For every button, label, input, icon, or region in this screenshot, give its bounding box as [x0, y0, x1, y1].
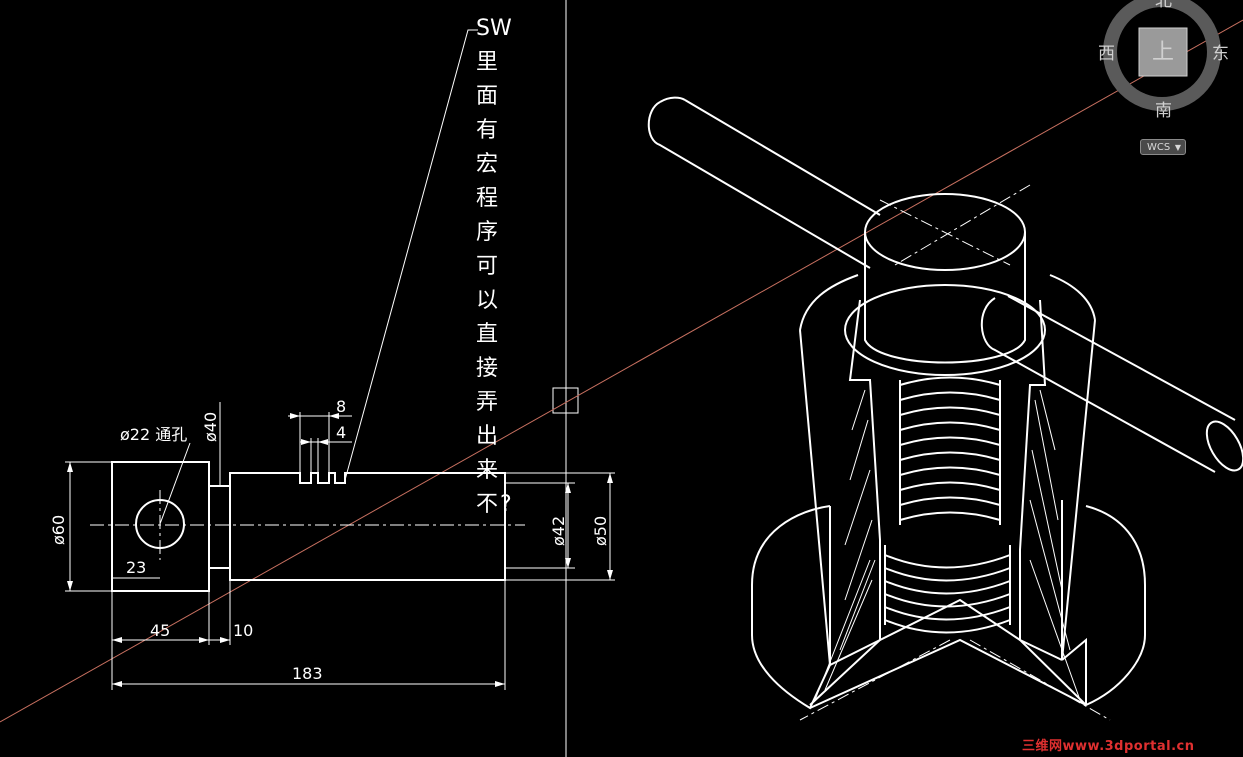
annotation-char: 直 — [476, 322, 499, 347]
dim-w45: 45 — [150, 621, 170, 640]
annotation-char: 弄 — [476, 390, 499, 415]
annotation-char: ? — [500, 492, 512, 517]
viewcube-top-face[interactable] — [1138, 27, 1188, 77]
annotation-char: 有 — [476, 118, 499, 143]
centerline — [90, 490, 525, 560]
chevron-down-icon: ▼ — [1174, 143, 1181, 152]
dim-w183: 183 — [292, 664, 323, 683]
dim-w23: 23 — [126, 558, 146, 577]
compass-east[interactable]: 东 — [1212, 44, 1229, 64]
wcs-menu-button[interactable]: WCS ▼ — [1140, 139, 1186, 155]
viewcube-face-label: 上 — [1152, 40, 1174, 65]
dim-d40: ø40 — [201, 412, 220, 442]
dim-d60: ø60 — [49, 515, 68, 545]
annotation-char: 接 — [476, 356, 499, 381]
annotation-text[interactable]: SW 里 面 有 宏 程 序 可 以 直 接 弄 出 来 不 ? — [476, 12, 526, 522]
annotation-char: SW — [476, 16, 512, 41]
annotation-char: 程 — [476, 186, 499, 211]
annotation-char: 出 — [476, 424, 499, 449]
part-3d-section-view[interactable] — [647, 96, 1243, 710]
dim-w4: 4 — [336, 423, 346, 442]
compass-north[interactable]: 北 — [1155, 0, 1172, 11]
annotation-char: 宏 — [476, 152, 499, 177]
dim-w10: 10 — [233, 621, 253, 640]
viewcube[interactable]: 上 北 南 东 西 — [1098, 0, 1229, 121]
construction-xline[interactable] — [0, 19, 1243, 723]
compass-south[interactable]: 南 — [1155, 101, 1172, 121]
dim-w8: 8 — [336, 397, 346, 416]
dim-d42: ø42 — [549, 516, 568, 546]
annotation-char: 序 — [476, 220, 499, 245]
dim-hole-label: ø22 通孔 — [120, 425, 187, 444]
thread-coils — [884, 376, 1011, 634]
annotation-char: 面 — [476, 84, 499, 109]
dim-d50: ø50 — [591, 516, 610, 546]
wcs-label: WCS — [1147, 142, 1171, 153]
compass-west[interactable]: 西 — [1098, 44, 1115, 64]
annotation-char: 可 — [476, 254, 499, 279]
compass-ring[interactable] — [1103, 0, 1221, 111]
3d-centerlines — [799, 184, 1111, 721]
section-hatching — [814, 389, 1081, 701]
dimension-arrows — [67, 413, 613, 687]
part-2d-drawing[interactable] — [111, 461, 506, 592]
annotation-char: 以 — [476, 288, 499, 313]
site-watermark: 三维网www.3dportal.cn — [1022, 739, 1195, 754]
annotation-char: 不 — [476, 492, 499, 517]
crosshair-cursor — [552, 0, 579, 757]
annotation-char: 里 — [476, 50, 499, 75]
annotation-char: 来 — [476, 458, 499, 483]
